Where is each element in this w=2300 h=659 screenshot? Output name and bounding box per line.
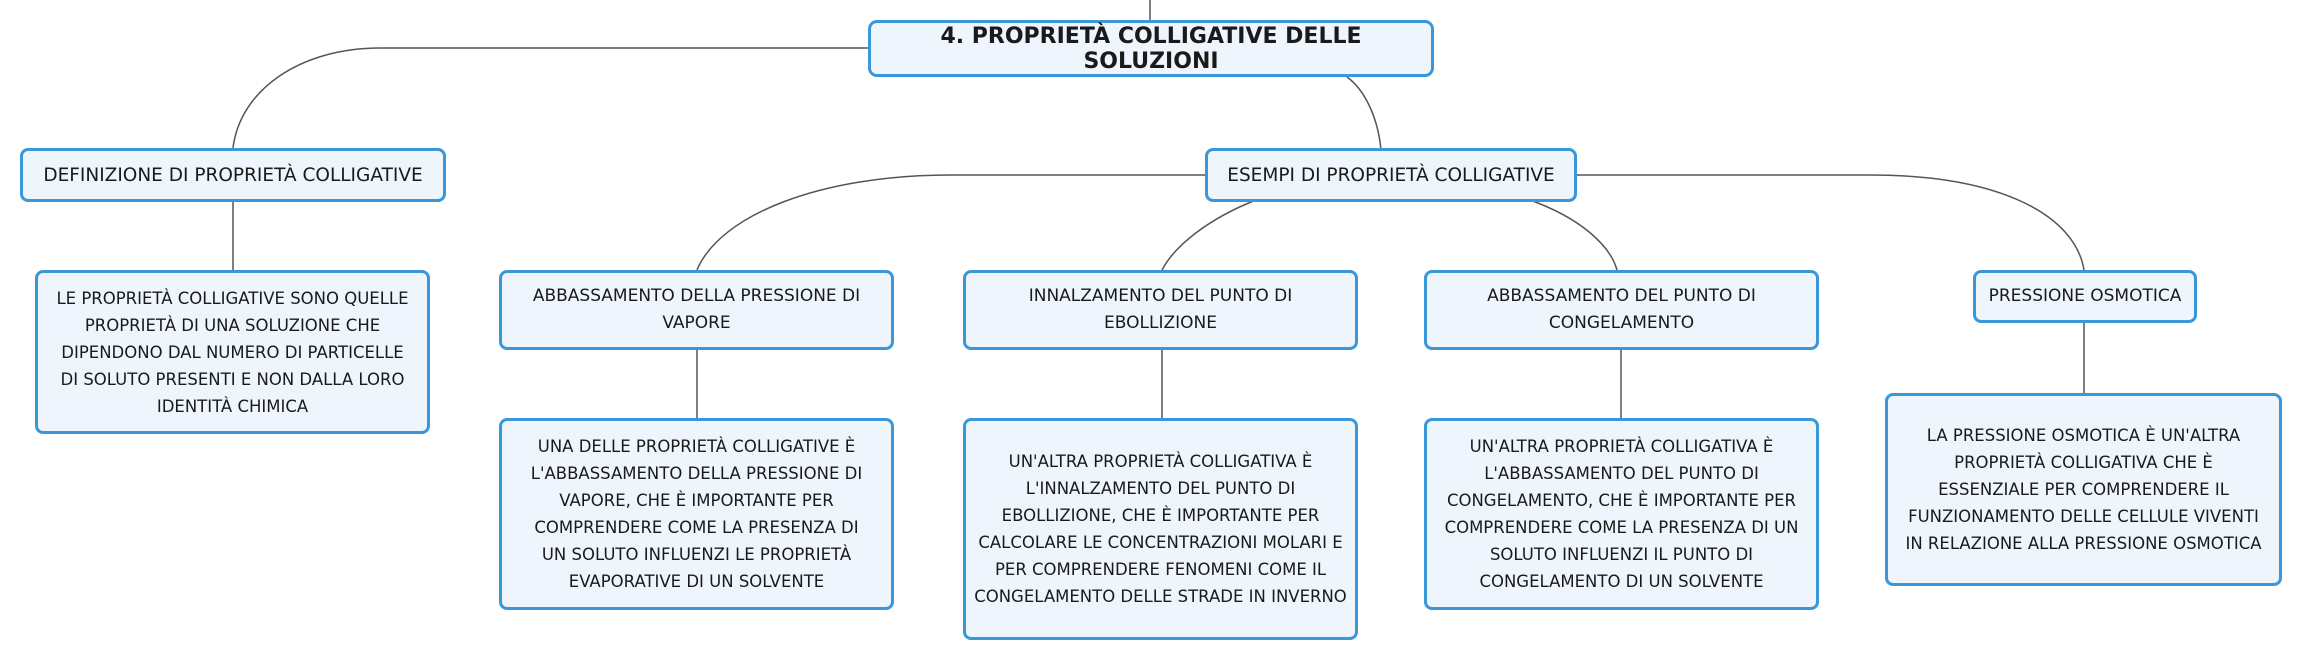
description-definizione-text: LE PROPRIETÀ COLLIGATIVE SONO QUELLE PRO… (56, 288, 409, 416)
subtopic-pressione-osmotica[interactable]: PRESSIONE OSMOTICA (1973, 270, 2197, 323)
connector-esempi-congelamento (1529, 199, 1618, 271)
root-topic-label: 4. PROPRIETÀ COLLIGATIVE DELLE SOLUZIONI (940, 23, 1362, 74)
description-pressione-vapore[interactable]: UNA DELLE PROPRIETÀ COLLIGATIVE È L'ABBA… (499, 418, 894, 610)
subtopic-pressione-vapore-label: ABBASSAMENTO DELLA PRESSIONE DI VAPORE (532, 286, 861, 333)
description-punto-ebollizione[interactable]: UN'ALTRA PROPRIETÀ COLLIGATIVA È L'INNAL… (963, 418, 1358, 640)
topic-esempi-label: ESEMPI DI PROPRIETÀ COLLIGATIVE (1227, 164, 1555, 186)
connector-root-esempi (1346, 76, 1382, 151)
topic-definizione[interactable]: DEFINIZIONE DI PROPRIETÀ COLLIGATIVE (20, 148, 446, 202)
description-punto-congelamento-text: UN'ALTRA PROPRIETÀ COLLIGATIVA È L'ABBAS… (1444, 437, 1799, 591)
description-pressione-osmotica-text: LA PRESSIONE OSMOTICA È UN'ALTRA PROPRIE… (1905, 426, 2262, 553)
connector-esempi-vapore (696, 174, 1205, 271)
subtopic-punto-congelamento[interactable]: ABBASSAMENTO DEL PUNTO DI CONGELAMENTO (1424, 270, 1819, 350)
description-pressione-osmotica[interactable]: LA PRESSIONE OSMOTICA È UN'ALTRA PROPRIE… (1885, 393, 2282, 586)
subtopic-punto-congelamento-label: ABBASSAMENTO DEL PUNTO DI CONGELAMENTO (1487, 286, 1756, 333)
subtopic-pressione-vapore[interactable]: ABBASSAMENTO DELLA PRESSIONE DI VAPORE (499, 270, 894, 350)
subtopic-pressione-osmotica-label: PRESSIONE OSMOTICA (1988, 286, 2182, 306)
description-punto-congelamento[interactable]: UN'ALTRA PROPRIETÀ COLLIGATIVA È L'ABBAS… (1424, 418, 1819, 610)
description-pressione-vapore-text: UNA DELLE PROPRIETÀ COLLIGATIVE È L'ABBA… (530, 437, 863, 591)
connector-esempi-ebollizione (1161, 199, 1257, 271)
topic-esempi[interactable]: ESEMPI DI PROPRIETÀ COLLIGATIVE (1205, 148, 1577, 202)
description-definizione[interactable]: LE PROPRIETÀ COLLIGATIVE SONO QUELLE PRO… (35, 270, 430, 434)
connector-esempi-osmotica (1577, 174, 2085, 271)
root-topic[interactable]: 4. PROPRIETÀ COLLIGATIVE DELLE SOLUZIONI (868, 20, 1434, 77)
connector-root-definizione (232, 47, 868, 149)
subtopic-punto-ebollizione[interactable]: INNALZAMENTO DEL PUNTO DI EBOLLIZIONE (963, 270, 1358, 350)
description-punto-ebollizione-text: UN'ALTRA PROPRIETÀ COLLIGATIVA È L'INNAL… (974, 452, 1347, 606)
subtopic-punto-ebollizione-label: INNALZAMENTO DEL PUNTO DI EBOLLIZIONE (1028, 286, 1293, 333)
topic-definizione-label: DEFINIZIONE DI PROPRIETÀ COLLIGATIVE (43, 164, 423, 186)
